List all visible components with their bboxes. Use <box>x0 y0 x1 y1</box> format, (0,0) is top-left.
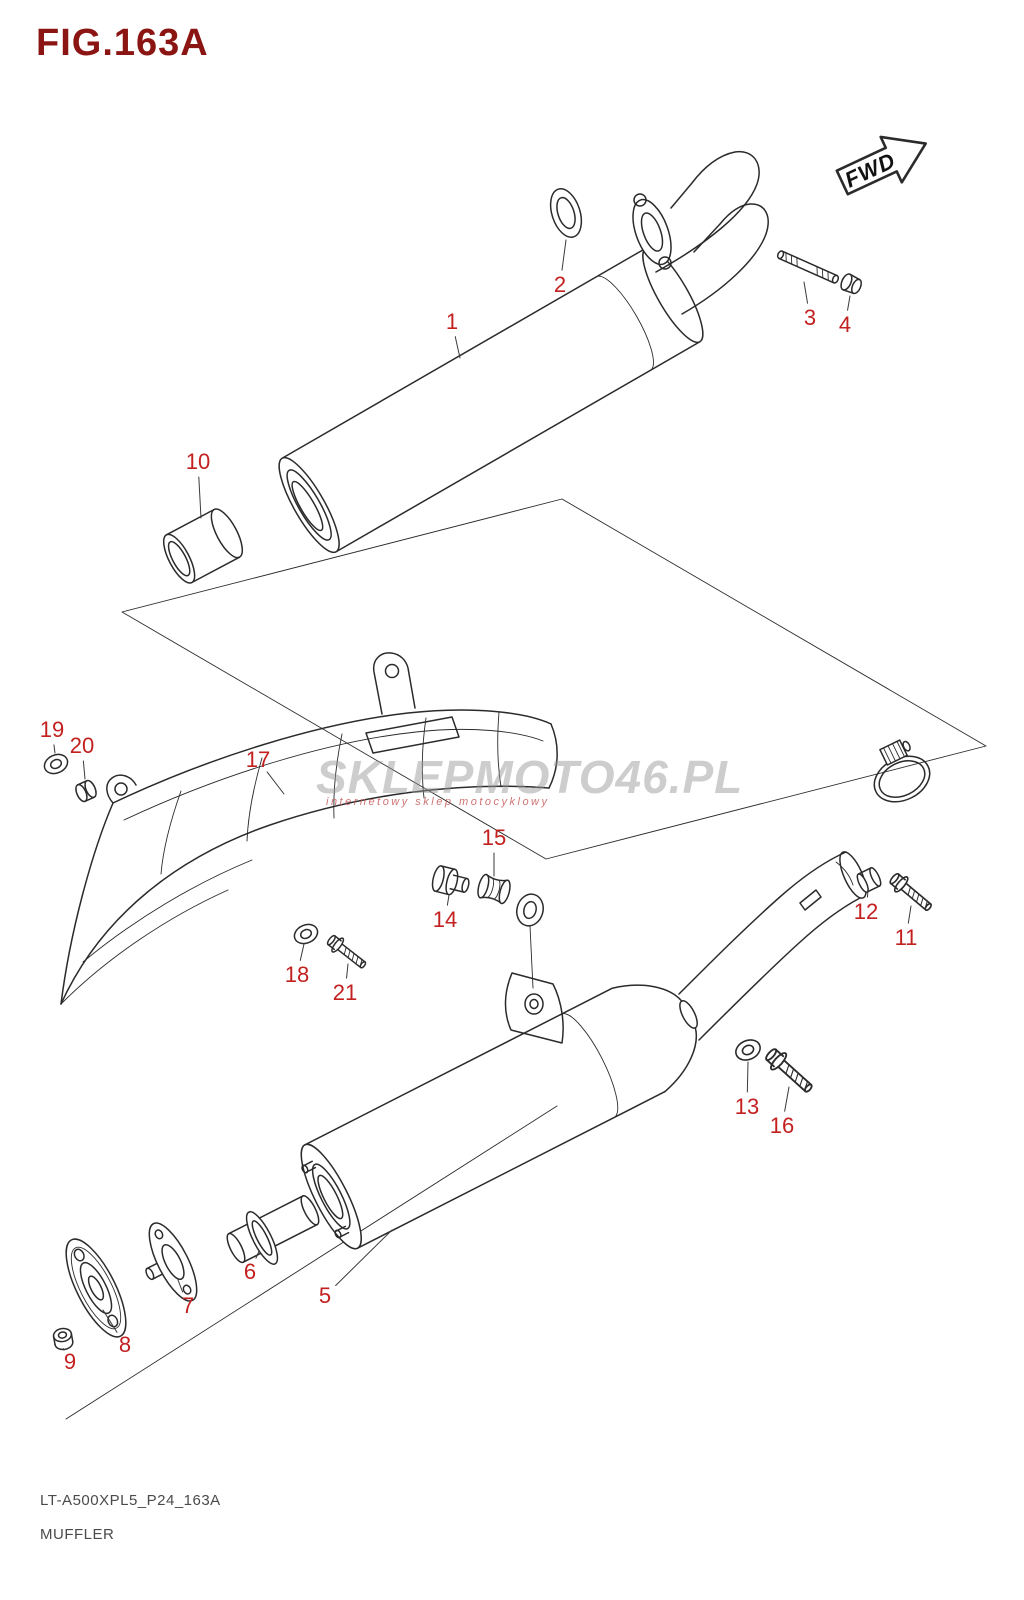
footer-part-code: LT-A500XPL5_P24_163A <box>40 1492 221 1509</box>
part-label-10: 10 <box>185 449 211 474</box>
leader-line-21 <box>346 963 349 979</box>
construction-lines <box>65 498 987 1420</box>
leader-line-12 <box>866 890 869 898</box>
part-label-9: 9 <box>63 1349 77 1374</box>
rear-pipe <box>678 851 867 1041</box>
leader-line-9 <box>62 1348 65 1351</box>
leader-lines <box>53 239 912 1351</box>
bolt-16 <box>761 1043 819 1099</box>
part-label-12: 12 <box>853 899 879 924</box>
footer-figure-name: MUFFLER <box>40 1526 115 1543</box>
leader-line-8 <box>102 1309 118 1333</box>
part-label-21: 21 <box>332 980 358 1005</box>
leader-line-11 <box>907 905 912 924</box>
leader-line-19 <box>53 744 56 754</box>
leader-line-13 <box>746 1061 749 1093</box>
leader-line-3 <box>803 281 809 304</box>
part-label-19: 19 <box>39 717 65 742</box>
hanger-bracket <box>504 972 564 1044</box>
part-label-18: 18 <box>284 962 310 987</box>
part-label-16: 16 <box>769 1113 795 1138</box>
part-label-6: 6 <box>243 1259 257 1284</box>
heat-shield <box>60 652 558 1005</box>
leader-line-1 <box>454 336 461 359</box>
part-label-7: 7 <box>181 1293 195 1318</box>
flange-nut <box>840 273 862 295</box>
part-label-4: 4 <box>838 312 852 337</box>
part-label-1: 1 <box>445 309 459 334</box>
part-label-2: 2 <box>553 272 567 297</box>
leader-line-2 <box>561 239 567 271</box>
part-label-5: 5 <box>318 1283 332 1308</box>
part-label-11: 11 <box>894 925 918 950</box>
spacer-sleeve <box>162 508 244 584</box>
bolt-11 <box>885 869 937 917</box>
ring-6 <box>245 1211 279 1265</box>
footer: LT-A500XPL5_P24_163A MUFFLER <box>40 1492 221 1543</box>
leader-line-14 <box>446 894 450 906</box>
bushing-12 <box>856 867 882 893</box>
leader-line-17 <box>266 771 285 795</box>
part-label-8: 8 <box>118 1332 132 1357</box>
washer-18 <box>290 920 322 948</box>
leader-line-4 <box>847 295 851 311</box>
leader-line-10 <box>198 476 202 519</box>
bolt-14 <box>431 865 470 896</box>
part-label-15: 15 <box>481 825 507 850</box>
nut-20 <box>75 779 97 803</box>
disc-7 <box>145 1222 198 1302</box>
fwd-arrow: FWD <box>835 135 927 196</box>
washer-19 <box>40 750 72 778</box>
leader-line-20 <box>82 760 86 780</box>
part-label-14: 14 <box>432 907 458 932</box>
gasket-ring <box>549 188 583 238</box>
hose-clamp <box>873 739 931 803</box>
leader-line-7 <box>177 1279 184 1293</box>
figure-title: FIG.163A <box>36 22 209 64</box>
leader-line-16 <box>784 1086 790 1112</box>
disc-8 <box>65 1238 127 1338</box>
grommet-ring <box>516 893 544 927</box>
rear-muffler-body <box>300 984 698 1250</box>
leader-line-18 <box>299 943 305 961</box>
header-pipe <box>632 150 769 315</box>
spacer-15 <box>477 873 511 905</box>
inlet-tube <box>226 1195 320 1264</box>
washer-13 <box>731 1035 765 1065</box>
leader-line-5 <box>335 1229 393 1286</box>
leader-line-6 <box>255 1250 260 1259</box>
bolt-21 <box>323 931 371 974</box>
part-label-17: 17 <box>245 747 271 772</box>
part-label-20: 20 <box>69 733 95 758</box>
part-label-13: 13 <box>734 1094 760 1119</box>
stud-bolt <box>776 250 840 284</box>
nut-9 <box>52 1327 74 1351</box>
front-muffler-body <box>278 246 704 554</box>
part-label-3: 3 <box>803 305 817 330</box>
